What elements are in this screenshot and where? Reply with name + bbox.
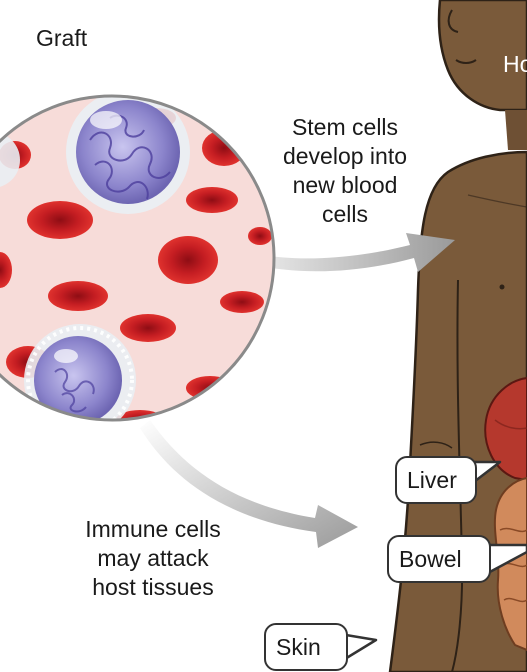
host-chest-line [467, 194, 527, 208]
immune-cells-caption: Immune cells may attack host tissues [58, 515, 248, 602]
stem-cells-line-1: Stem cells [291, 114, 399, 140]
host-nose [447, 9, 459, 33]
immune-cells-line-3: host tissues [92, 574, 214, 600]
liver-organ [484, 376, 527, 482]
host-head [437, 0, 527, 112]
immune-cells-line-1: Immune cells [85, 516, 221, 542]
stem-cell-top [66, 96, 190, 214]
host-label: Ho [503, 51, 527, 77]
arrow-immune-cells [140, 420, 358, 548]
liver-callout: Liver [395, 456, 477, 504]
immune-cells-line-2: may attack [97, 545, 209, 571]
host-nipple [499, 284, 505, 290]
bowel-callout: Bowel [387, 535, 491, 583]
stem-cells-caption: Stem cells develop into new blood cells [252, 113, 438, 229]
organs [484, 376, 527, 652]
stem-cells-line-3: new blood [292, 172, 398, 198]
skin-callout: Skin [264, 623, 348, 671]
graft-magnified-view [0, 94, 276, 422]
stem-cells-line-2: develop into [282, 143, 408, 169]
host-elbow [419, 441, 453, 449]
host-neck [505, 110, 527, 150]
stem-cells-line-4: cells [321, 201, 368, 227]
host-arm-crease [451, 279, 464, 672]
graft-label: Graft [36, 25, 88, 51]
host-mouth [455, 59, 477, 64]
stem-cell-left-partial [0, 132, 20, 188]
